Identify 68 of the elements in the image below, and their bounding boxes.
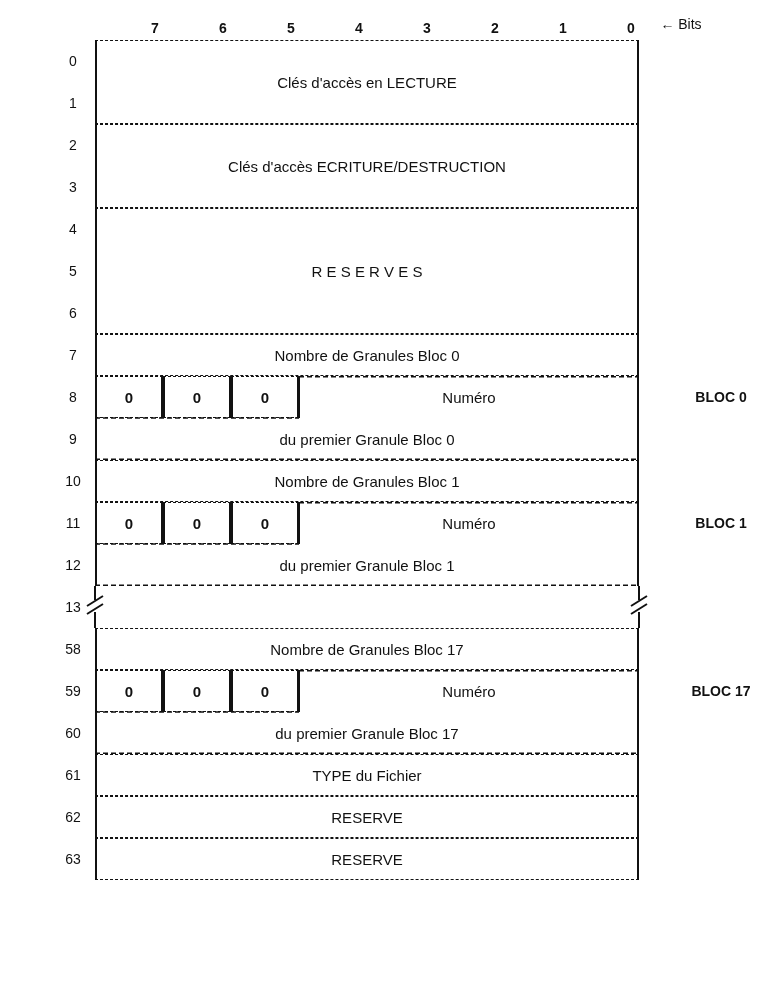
field-box: [95, 40, 639, 124]
bits-arrow-label: ← Bits: [660, 16, 702, 32]
block-label: BLOC 0: [695, 389, 747, 405]
bit-number: 5: [287, 20, 295, 36]
field-box: [95, 796, 639, 838]
bit-number: 0: [627, 20, 635, 36]
field-box: [95, 208, 639, 334]
field-box: [95, 754, 639, 796]
field-box: [95, 670, 639, 754]
row-number: 13: [65, 599, 81, 615]
row-number: 8: [69, 389, 77, 405]
field-label: Clés d'accès en LECTURE: [277, 73, 457, 91]
field-box: [95, 628, 639, 670]
bit-value: 0: [260, 514, 270, 532]
field-label: Nombre de Granules Bloc 17: [270, 640, 464, 658]
bit-number: 4: [355, 20, 363, 36]
bit-value: 0: [260, 388, 270, 406]
row-number: 5: [69, 263, 77, 279]
row-number: 6: [69, 305, 77, 321]
row-number: 7: [69, 347, 77, 363]
row-number: 60: [65, 725, 81, 741]
field-box: [95, 376, 639, 460]
field-label: RESERVE: [331, 850, 403, 868]
row-number: 3: [69, 179, 77, 195]
bit-value: 0: [124, 388, 134, 406]
field-box: [95, 502, 639, 586]
field-label: R E S E R V E S: [311, 262, 423, 280]
row-number: 11: [65, 515, 81, 531]
field-box: [95, 838, 639, 880]
field-box: [95, 460, 639, 502]
row-number: 61: [65, 767, 81, 783]
row-number: 1: [69, 95, 77, 111]
row-number: 58: [65, 641, 81, 657]
row-number: 12: [65, 557, 81, 573]
field-label: Clés d'accès ECRITURE/DESTRUCTION: [228, 157, 506, 175]
row-number: 10: [65, 473, 81, 489]
row-number: 59: [65, 683, 81, 699]
row-number: 4: [69, 221, 77, 237]
block-label: BLOC 17: [691, 683, 751, 699]
bit-number: 1: [559, 20, 567, 36]
field-box: [95, 124, 639, 208]
field-label: TYPE du Fichier: [312, 766, 422, 784]
field-label: Numéro: [442, 514, 496, 532]
field-label: du premier Granule Bloc 0: [279, 430, 455, 448]
row-number: 0: [69, 53, 77, 69]
field-box: [95, 334, 639, 376]
field-label: Nombre de Granules Bloc 1: [274, 472, 460, 490]
field-label: du premier Granule Bloc 17: [275, 724, 459, 742]
bit-value: 0: [260, 682, 270, 700]
bit-value: 0: [124, 682, 134, 700]
row-number: 9: [69, 431, 77, 447]
bit-value: 0: [124, 514, 134, 532]
bit-value: 0: [192, 388, 202, 406]
field-label: Numéro: [442, 388, 496, 406]
bit-number: 7: [151, 20, 159, 36]
row-number: 63: [65, 851, 81, 867]
bit-number: 2: [491, 20, 499, 36]
row-number: 62: [65, 809, 81, 825]
bit-value: 0: [192, 514, 202, 532]
bit-value: 0: [192, 682, 202, 700]
field-label: RESERVE: [331, 808, 403, 826]
field-label: Numéro: [442, 682, 496, 700]
bit-number: 6: [219, 20, 227, 36]
field-label: du premier Granule Bloc 1: [279, 556, 455, 574]
row-number: 2: [69, 137, 77, 153]
bit-number: 3: [423, 20, 431, 36]
field-label: Nombre de Granules Bloc 0: [274, 346, 460, 364]
block-label: BLOC 1: [695, 515, 747, 531]
